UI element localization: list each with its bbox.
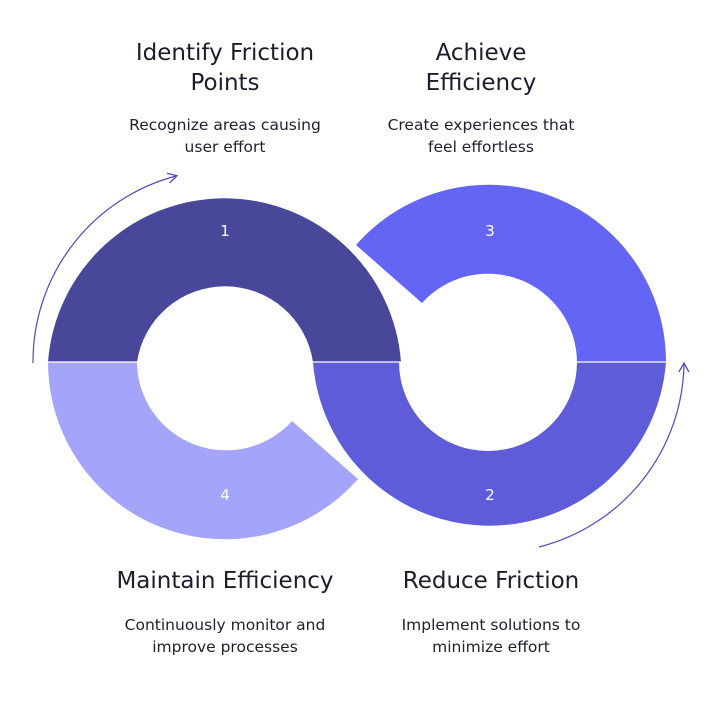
step-4-title-line: Maintain Efficiency (116, 568, 334, 594)
segment-2-reduce-friction (313, 362, 666, 526)
step-1-title-line: Points (190, 70, 260, 96)
step-3-title-line: Achieve (435, 40, 527, 66)
step-1-description-line: Recognize areas causing (129, 116, 321, 134)
segment-1-identify-friction-points (48, 198, 401, 362)
segment-4-maintain-efficiency (47, 362, 358, 540)
step-2-description-line: minimize effort (432, 638, 550, 656)
step-4-description-line: improve processes (152, 638, 298, 656)
step-3-title-line: Efficiency (425, 70, 537, 96)
step-1-title: Identify Friction Points (100, 38, 350, 98)
segment-3-achieve-efficiency (356, 184, 667, 362)
cycle-arrow-right (538, 361, 690, 548)
step-4-description: Continuously monitor and improve process… (90, 614, 360, 658)
step-3-title: Achieve Efficiency (356, 38, 606, 98)
step-2-number: 2 (485, 486, 495, 504)
step-2-description-line: Implement solutions to (401, 616, 581, 634)
step-2-description: Implement solutions to minimize effort (356, 614, 626, 658)
step-2-title-line: Reduce Friction (402, 568, 580, 594)
step-2-title: Reduce Friction (356, 566, 626, 596)
step-3-description: Create experiences that feel effortless (356, 114, 606, 158)
step-1-description-line: user effort (184, 138, 266, 156)
step-4-title: Maintain Efficiency (80, 566, 370, 596)
step-3-description-line: Create experiences that (387, 116, 575, 134)
step-4-description-line: Continuously monitor and (124, 616, 326, 634)
step-1-description: Recognize areas causing user effort (100, 114, 350, 158)
step-3-description-line: feel effortless (428, 138, 534, 156)
cycle-arrow-left (32, 172, 179, 364)
step-3-number: 3 (485, 222, 495, 240)
step-1-title-line: Identify Friction (135, 40, 315, 66)
step-4-number: 4 (220, 486, 230, 504)
step-1-number: 1 (220, 222, 230, 240)
